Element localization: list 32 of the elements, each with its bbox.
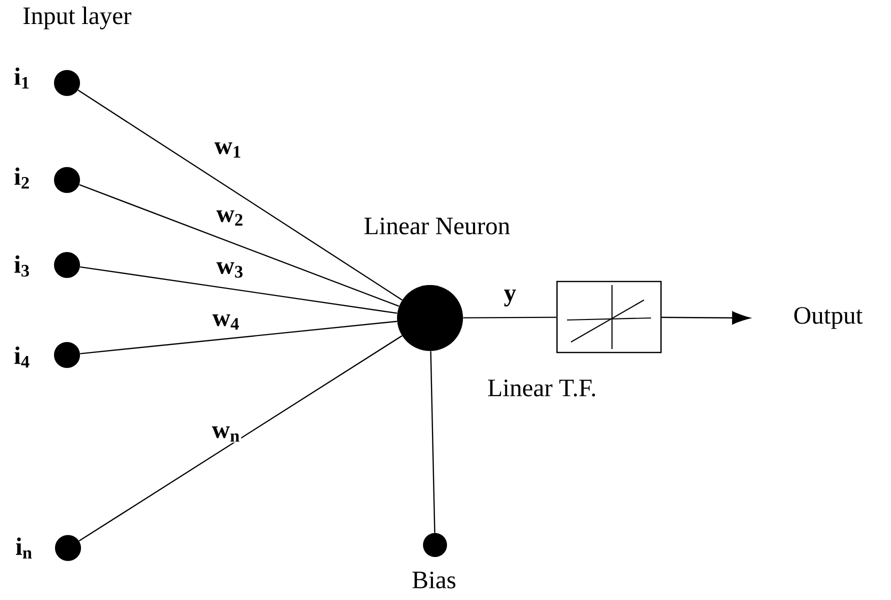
arrow <box>662 311 750 324</box>
input-node <box>54 167 80 193</box>
connection-line <box>78 90 402 300</box>
input-node <box>55 535 81 561</box>
connection-line <box>80 320 398 354</box>
output-text: Output <box>794 307 863 329</box>
node-label: i$_{4}$ <box>14 346 30 368</box>
bias-node <box>423 533 447 557</box>
connection-line <box>78 335 402 542</box>
edge-label: w$_{3}$ <box>215 261 245 279</box>
node-label: i$_{1}$ <box>14 67 29 89</box>
node-label: Linear T.F. <box>488 380 596 396</box>
node-label: i$_{n}$ <box>16 537 32 559</box>
neuron-circle <box>397 285 463 351</box>
connection-line <box>463 316 556 318</box>
connection-line <box>79 184 400 307</box>
transfer-function-box <box>556 280 662 354</box>
layer-label: Input layer <box>23 6 132 30</box>
edge-label: w$_{2}$ <box>215 209 245 227</box>
connection-line <box>430 351 436 533</box>
input-node <box>54 252 80 278</box>
input-node <box>54 342 80 368</box>
node-label: i$_{2}$ <box>14 167 29 189</box>
node-label: Linear Neuron <box>364 218 510 234</box>
edge-label: w$_{n}$ <box>210 425 242 443</box>
edge-label: w$_{1}$ <box>213 141 243 159</box>
node-label: i$_{3}$ <box>14 255 29 277</box>
node-label: Bias <box>412 572 456 588</box>
connection-line <box>80 266 398 314</box>
input-node <box>54 70 80 96</box>
edge-label: y <box>502 288 518 308</box>
edge-label: w$_{4}$ <box>211 313 241 331</box>
